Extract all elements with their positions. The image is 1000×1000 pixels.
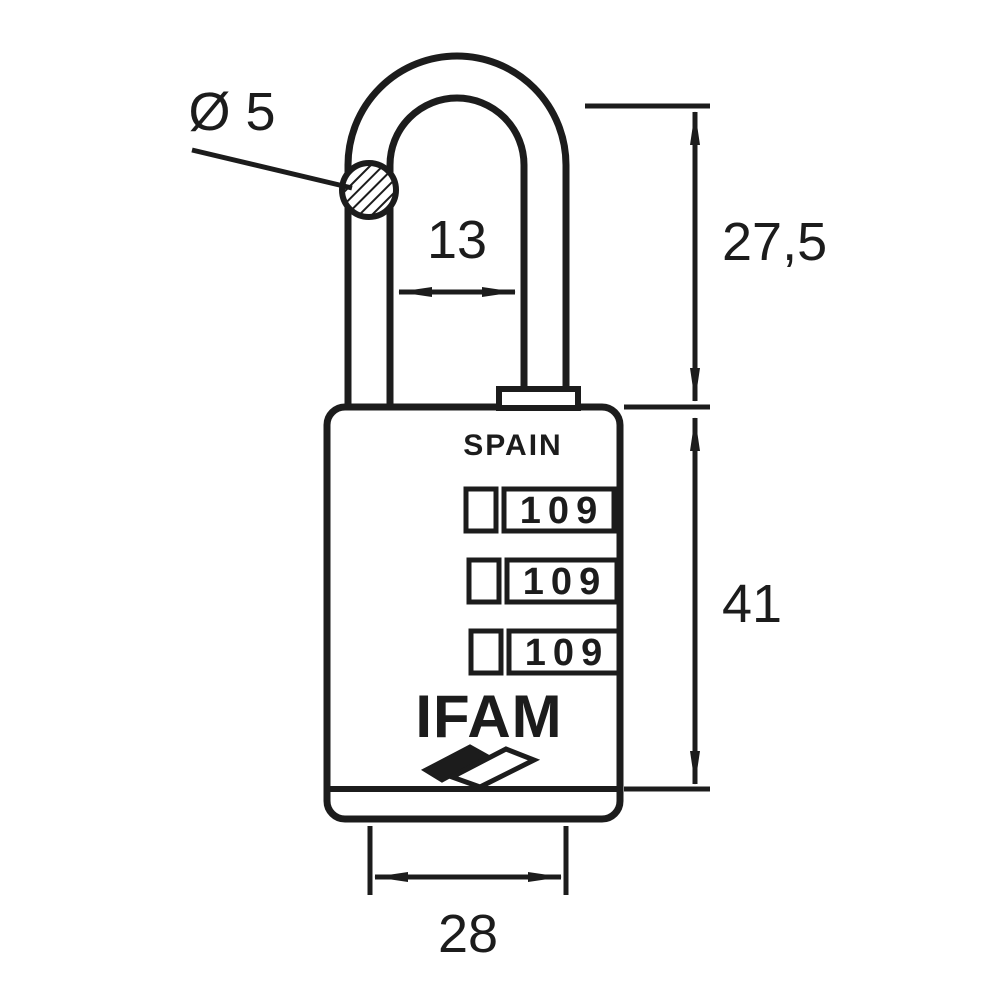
shackle-diameter-label: Ø 5: [188, 82, 275, 142]
brand-name: IFAM: [415, 683, 562, 750]
dial-window: [501, 486, 617, 534]
dim-label-27-5: 27,5: [722, 212, 827, 272]
dim-shackle-inner-width: 13: [398, 210, 516, 297]
dial-row-3[interactable]: 109: [468, 628, 622, 676]
dial-thumb-wheel[interactable]: [466, 557, 502, 605]
dial-thumb-wheel[interactable]: [468, 628, 504, 676]
shackle-inner-edge: [386, 94, 528, 407]
dim-label-13: 13: [427, 210, 487, 270]
shackle-collar: [496, 386, 581, 411]
brand-logo-icon: [420, 744, 541, 790]
dial-digits: 109: [520, 490, 604, 532]
dial-digits: 109: [525, 632, 609, 674]
dim-shackle-height: 27,5: [585, 103, 827, 410]
country-marking: SPAIN: [463, 429, 562, 462]
dim-label-28: 28: [438, 904, 498, 964]
dial-row-1[interactable]: 109: [463, 486, 617, 534]
diameter-leader-line: [191, 147, 353, 191]
dial-thumb-wheel[interactable]: [463, 486, 499, 534]
shackle: [344, 52, 570, 407]
dim-label-41: 41: [722, 574, 782, 634]
dial-window: [504, 557, 620, 605]
shackle-cross-section: [339, 160, 399, 220]
dim-body-width: 28: [367, 826, 569, 964]
shackle-outer-edge: [344, 52, 570, 407]
dial-row-2[interactable]: 109: [466, 557, 620, 605]
dial-window: [506, 628, 622, 676]
combination-dials: 109 109 109: [463, 486, 622, 676]
dial-digits: 109: [523, 561, 607, 603]
dim-body-height: 41: [624, 417, 782, 792]
logo-right-shape: [445, 746, 541, 790]
